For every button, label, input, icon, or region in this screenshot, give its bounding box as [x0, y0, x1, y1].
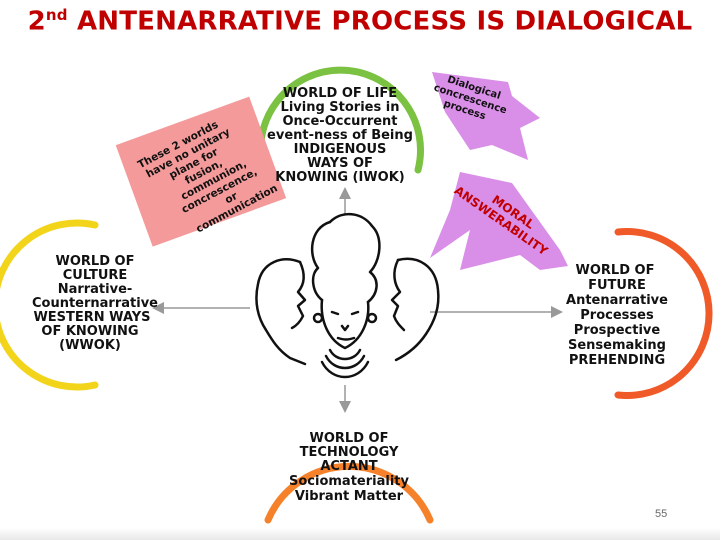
- life-line: WORLD OF LIFE: [283, 86, 397, 101]
- culture-line: (WWOK): [59, 338, 121, 353]
- life-line: Once-Occurrent: [282, 114, 397, 129]
- world-technology-text: WORLD OF TECHNOLOGY ACTANT Sociomaterial…: [289, 431, 410, 504]
- world-technology-circle: [264, 462, 434, 524]
- right-head: [390, 257, 440, 362]
- culture-line: OF KNOWING: [41, 324, 138, 339]
- center-head: [310, 213, 381, 379]
- life-line: KNOWING (IWOK): [275, 170, 404, 185]
- three-heads-illustration: [255, 213, 440, 379]
- culture-line: Narrative-: [58, 282, 133, 297]
- technology-line: Sociomateriality: [289, 474, 410, 489]
- life-line: event-ness of Being: [267, 128, 413, 143]
- technology-line: TECHNOLOGY: [300, 445, 399, 460]
- world-future-circle: [614, 228, 713, 399]
- life-line: INDIGENOUS: [294, 142, 387, 157]
- culture-line: Counternarrative: [32, 296, 158, 311]
- culture-line: WESTERN WAYS: [33, 310, 150, 325]
- life-line: WAYS OF: [307, 156, 373, 171]
- world-life-circle: [257, 66, 424, 174]
- technology-line: ACTANT: [320, 459, 377, 474]
- title-text: ANTENARRATIVE PROCESS IS DIALOGICAL: [76, 6, 693, 37]
- future-line: PREHENDING: [569, 353, 665, 368]
- note-box: [115, 96, 287, 247]
- page-number: 55: [655, 508, 668, 520]
- future-line: Prospective: [574, 323, 661, 338]
- culture-line: CULTURE: [63, 268, 128, 283]
- life-line: Living Stories in: [281, 100, 400, 115]
- future-line: Antenarrative: [566, 293, 668, 308]
- future-line: FUTURE: [588, 278, 646, 293]
- moral-arrow-shape: [430, 172, 568, 270]
- technology-line: WORLD OF: [310, 431, 389, 446]
- world-culture-circle: [0, 219, 99, 391]
- dialogical-arrow-shape: [432, 72, 540, 160]
- title-ordinal-suffix: nd: [45, 6, 68, 24]
- world-life-text: WORLD OF LIFE Living Stories in Once-Occ…: [267, 86, 413, 185]
- culture-line: WORLD OF: [56, 254, 135, 269]
- slide-title: 2nd ANTENARRATIVE PROCESS IS DIALOGICAL: [0, 6, 720, 37]
- title-ordinal: 2: [27, 6, 46, 37]
- future-line: Sensemaking: [568, 338, 666, 353]
- technology-line: Vibrant Matter: [295, 489, 404, 504]
- future-line: Processes: [580, 308, 654, 323]
- future-line: WORLD OF: [576, 263, 655, 278]
- note-line: or: [223, 190, 240, 207]
- left-head: [255, 258, 307, 366]
- slide-bottom-edge: [0, 528, 720, 540]
- world-culture-text: WORLD OF CULTURE Narrative- Counternarra…: [32, 254, 158, 353]
- world-future-text: WORLD OF FUTURE Antenarrative Processes …: [566, 263, 668, 368]
